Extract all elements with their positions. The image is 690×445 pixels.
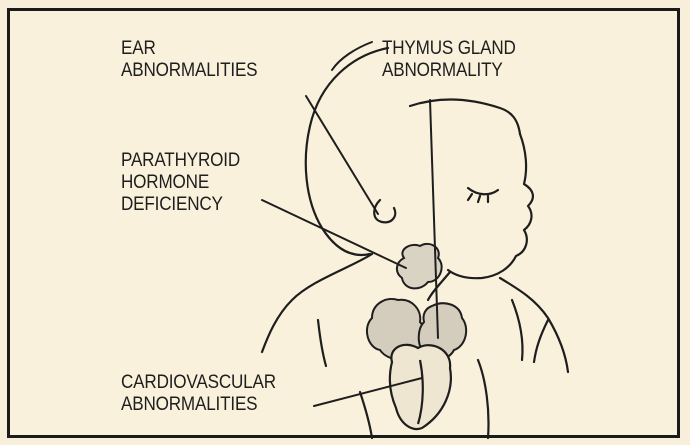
face-profile [448, 134, 533, 278]
ear-abnormalities-label: EAR ABNORMALITIES [121, 38, 257, 82]
cardiovascular-label: CARDIOVASCULAR ABNORMALITIES [121, 372, 276, 416]
left-shoulder [262, 254, 372, 352]
forehead-outline [410, 99, 520, 134]
heart-icon [390, 345, 451, 429]
parathyroid-label: PARATHYROID HORMONE DEFICIENCY [121, 150, 240, 216]
thymus-gland-label: THYMUS GLAND ABNORMALITY [382, 38, 516, 82]
parathyroid-leader [262, 200, 406, 268]
ear-leader [306, 96, 378, 214]
head-outline [306, 48, 388, 255]
